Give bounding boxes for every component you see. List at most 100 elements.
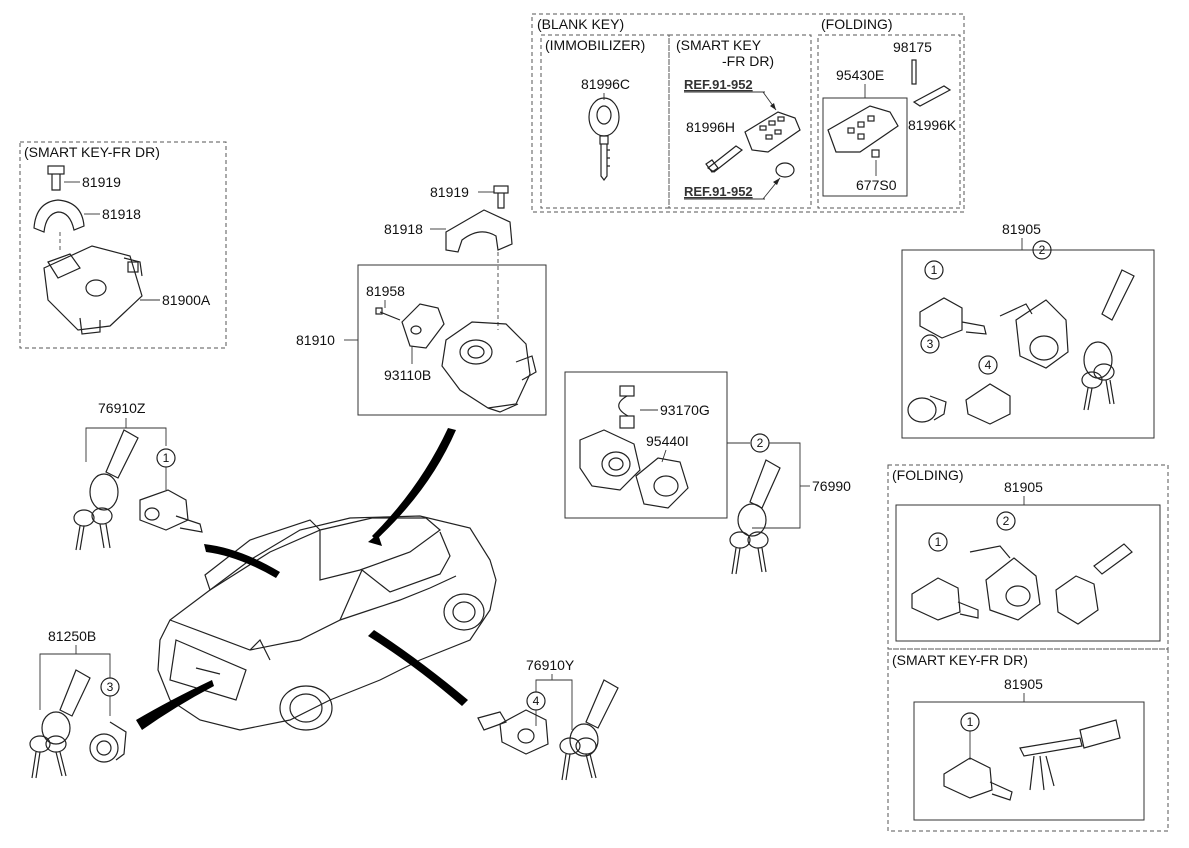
smart-key-fr-dr-left-box — [19, 141, 227, 349]
key-set-76990-icon — [729, 459, 781, 575]
screw-81919-center-icon — [493, 185, 509, 209]
bracket-76910Y — [535, 679, 573, 730]
part-label-81905-c: 81905 — [1004, 676, 1043, 692]
smart-key-title-2: -FR DR) — [722, 53, 774, 69]
callout-1-c-num: 1 — [935, 535, 942, 549]
trunk-cover-95440I-icon — [635, 457, 689, 509]
pin-98175-icon — [911, 59, 917, 85]
callout-2-c — [996, 511, 1016, 531]
callout-4-b-num: 4 — [985, 358, 992, 372]
callout-1-b — [924, 260, 944, 280]
key-blade-smart-icon — [1019, 719, 1121, 791]
key-set-81905-a-icon — [1081, 269, 1135, 411]
smart-key-fr-dr-right-title: (SMART KEY-FR DR) — [892, 652, 1028, 668]
ignition-housing-icon — [441, 321, 537, 413]
part-label-81996K: 81996K — [908, 117, 957, 133]
sedan-car-illustration — [157, 515, 497, 731]
lock-set-folding-box — [895, 504, 1161, 642]
smart-key-box — [668, 34, 812, 209]
ignition-lock-81900A-icon — [43, 245, 143, 335]
ref-arrow-2 — [773, 178, 780, 185]
callout-1-a-num: 1 — [163, 451, 170, 465]
ignition-lock-folding-icon — [969, 545, 1041, 621]
callout-1-d-num: 1 — [967, 715, 974, 729]
part-label-95440I: 95440I — [646, 433, 689, 449]
door-lock-b-icon — [965, 383, 1011, 425]
connector-93170G-icon — [618, 385, 635, 429]
callout-1-c — [928, 532, 948, 552]
ignition-lock-a-icon — [999, 299, 1069, 369]
part-label-81905-a: 81905 — [1002, 221, 1041, 237]
ref-label-1: REF.91-952 — [684, 77, 753, 92]
blank-key-title: (BLANK KEY) — [537, 16, 624, 32]
emergency-key-icon — [705, 145, 744, 173]
part-label-677S0: 677S0 — [856, 177, 897, 193]
part-label-93170G: 93170G — [660, 402, 710, 418]
part-label-76910Y: 76910Y — [526, 657, 575, 673]
key-set-81250B-icon — [29, 669, 91, 779]
smart-key-fr-dr-right-box — [887, 648, 1169, 832]
battery-677S0-icon — [871, 149, 880, 158]
smart-key-fr-dr-left-title: (SMART KEY-FR DR) — [24, 144, 160, 160]
part-label-81919-left: 81919 — [82, 174, 121, 190]
pointer-strokes — [136, 428, 468, 730]
folding-key-fob-icon — [827, 105, 899, 153]
trunk-lock-cylinder-icon — [579, 429, 641, 491]
immobilizer-title: (IMMOBILIZER) — [545, 37, 645, 53]
trunk-lock-a-icon — [907, 395, 947, 423]
door-lock-76910Y-icon — [477, 709, 549, 755]
part-label-76910Z: 76910Z — [98, 400, 146, 416]
bracket-76990 — [752, 442, 801, 529]
callout-2-b — [1032, 240, 1052, 260]
smart-key-title-1: (SMART KEY — [676, 37, 762, 53]
trunk-lock-81250B-icon — [89, 721, 127, 763]
callout-4-e-num: 4 — [533, 694, 540, 708]
part-label-81996C: 81996C — [581, 76, 630, 92]
callout-2-b-num: 2 — [1039, 243, 1046, 257]
part-label-98175: 98175 — [893, 39, 932, 55]
door-lock-smart-icon — [943, 757, 1013, 801]
folding-blade-icon — [912, 85, 952, 107]
part-label-81996H: 81996H — [686, 119, 735, 135]
callout-2-c-num: 2 — [1003, 514, 1010, 528]
folding-top-title: (FOLDING) — [821, 16, 893, 32]
part-label-81910: 81910 — [296, 332, 335, 348]
leader-95440I — [661, 449, 667, 463]
part-label-93110B: 93110B — [384, 367, 431, 383]
callout-4-b — [978, 355, 998, 375]
part-label-81919-center: 81919 — [430, 184, 469, 200]
door-lock-folding-icon — [911, 577, 979, 621]
part-label-81905-b: 81905 — [1004, 479, 1043, 495]
immobilizer-module-93110B-icon — [401, 303, 445, 349]
shroud-81918-left-icon — [33, 199, 85, 233]
callout-3-e-num: 3 — [107, 680, 114, 694]
key-set-76910Z-icon — [73, 429, 139, 551]
door-lock-a-icon — [919, 297, 987, 339]
bracket-81250B — [39, 653, 111, 710]
bracket-76910Z — [85, 427, 167, 462]
trunk-lock-box — [564, 371, 728, 519]
folding-top-box — [817, 34, 961, 209]
folding-right-title: (FOLDING) — [892, 467, 964, 483]
callout-2-a-num: 2 — [757, 436, 764, 450]
part-label-76990: 76990 — [812, 478, 851, 494]
immobilizer-key-icon — [588, 97, 620, 181]
callout-3-b — [920, 334, 940, 354]
lock-set-81905-box — [901, 249, 1155, 439]
part-label-81918-left: 81918 — [102, 206, 141, 222]
callout-1-b-num: 1 — [931, 263, 938, 277]
lock-set-smart-key-box — [913, 701, 1145, 821]
part-label-81918-center: 81918 — [384, 221, 423, 237]
screw-81919-left-icon — [47, 165, 65, 191]
bolt-81958-icon — [375, 307, 401, 321]
ref-arrow-1 — [770, 103, 776, 110]
part-label-81250B: 81250B — [48, 628, 96, 644]
shroud-81918-center-icon — [445, 209, 513, 253]
part-label-81900A: 81900A — [162, 292, 211, 308]
immobilizer-box — [540, 34, 670, 209]
ref-label-2: REF.91-952 — [684, 184, 753, 199]
smart-key-fob-icon — [744, 111, 801, 153]
coin-battery-icon — [775, 162, 795, 178]
part-label-95430E: 95430E — [836, 67, 884, 83]
